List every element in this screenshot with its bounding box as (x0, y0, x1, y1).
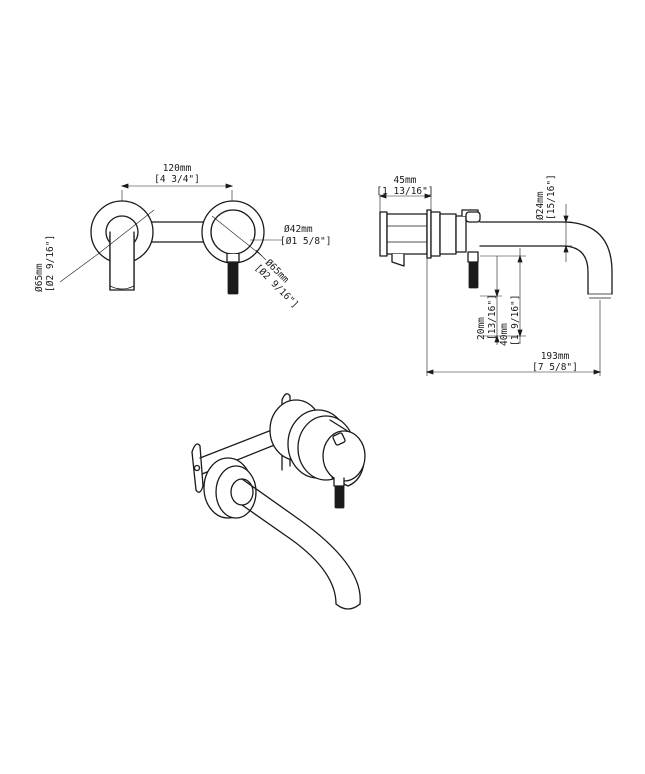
spout-plate-mm-label: Ø65mm (34, 263, 45, 292)
depth-mm-label: 45mm (394, 175, 417, 186)
front-view: 120mm [4 3/4"] Ø65mm [Ø2 9/16"] (34, 163, 331, 311)
handle-mm-label: Ø42mm (284, 224, 313, 235)
spacing-mm-label: 120mm (163, 163, 192, 174)
lever-40-mm-label: 40mm (499, 323, 510, 346)
spout-diameter-mm-label: Ø24mm (535, 191, 546, 220)
reach-inch-label: [7 5/8"] (532, 362, 578, 373)
reach-mm-label: 193mm (541, 351, 570, 362)
spout-plate-inch-label: [Ø2 9/16"] (45, 235, 56, 292)
handle-inch-label: [Ø1 5/8"] (280, 236, 331, 247)
spacing-inch-label: [4 3/4"] (154, 174, 200, 185)
isometric-view (191, 393, 366, 610)
spout-diameter-inch-label: [15/16"] (546, 174, 557, 220)
lever-40-inch-label: [1 9/16"] (510, 295, 521, 346)
depth-inch-label: [1 13/16"] (376, 186, 433, 197)
lever-20-mm-label: 20mm (476, 317, 487, 340)
handle-cover-plate (201, 200, 265, 295)
side-view: 45mm [1 13/16"] Ø24mm [15/16"] (376, 174, 613, 376)
spout-cover-plate (90, 200, 154, 291)
lever-20-inch-label: [13/16"] (487, 294, 498, 340)
